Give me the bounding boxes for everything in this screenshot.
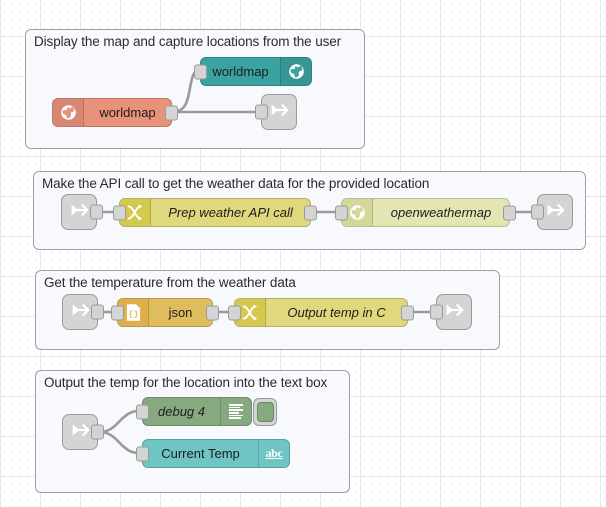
link-out-icon <box>268 99 290 126</box>
group-label: Display the map and capture locations fr… <box>34 34 342 49</box>
node-output-port[interactable] <box>90 204 103 220</box>
node-input-port[interactable] <box>531 204 544 220</box>
node-link-out-2[interactable] <box>531 194 573 230</box>
link-out-icon <box>443 299 465 326</box>
link-in-icon <box>68 199 90 226</box>
node-json[interactable]: {} json <box>111 298 219 327</box>
node-prep-weather-api-call[interactable]: Prep weather API call <box>113 198 317 227</box>
node-output-port[interactable] <box>91 424 104 440</box>
node-link-in-2[interactable] <box>61 194 103 230</box>
abc-icon: abc <box>258 440 289 467</box>
node-label: json <box>168 305 193 320</box>
debug-toggle-indicator <box>256 401 274 422</box>
node-openweathermap[interactable]: openweathermap <box>335 198 516 227</box>
node-label: Prep weather API call <box>168 205 293 220</box>
node-input-port[interactable] <box>136 404 149 419</box>
node-label: worldmap <box>99 105 156 120</box>
node-input-port[interactable] <box>430 304 443 320</box>
group-display-map[interactable]: Display the map and capture locations fr… <box>25 29 365 149</box>
node-output-port[interactable] <box>503 205 516 220</box>
debug-lines-icon <box>220 398 251 425</box>
node-output-port[interactable] <box>165 105 178 120</box>
node-debug-4[interactable]: debug 4 <box>136 397 277 426</box>
change-icon <box>120 199 151 226</box>
node-output-temp-in-c[interactable]: Output temp in C <box>228 298 414 327</box>
node-label: openweathermap <box>390 205 492 220</box>
globe-icon <box>53 99 84 126</box>
link-out-icon <box>544 199 566 226</box>
node-input-port[interactable] <box>194 64 207 79</box>
node-label: debug 4 <box>158 404 205 419</box>
node-link-out-3[interactable] <box>430 294 472 330</box>
node-worldmap-input[interactable]: worldmap <box>52 98 178 127</box>
abc-icon-text: abc <box>265 446 283 460</box>
node-current-temp[interactable]: Current Temp abc <box>136 439 290 468</box>
node-link-in-3[interactable] <box>62 294 104 330</box>
node-label: Current Temp <box>161 446 240 461</box>
node-input-port[interactable] <box>136 446 149 461</box>
node-link-in-4[interactable] <box>62 414 104 450</box>
node-input-port[interactable] <box>111 305 124 320</box>
debug-enable-toggle[interactable] <box>253 397 277 426</box>
node-output-port[interactable] <box>206 305 219 320</box>
node-output-port[interactable] <box>401 305 414 320</box>
group-label: Make the API call to get the weather dat… <box>42 176 430 191</box>
node-worldmap-output[interactable]: worldmap <box>194 57 312 86</box>
link-in-icon <box>69 419 91 446</box>
group-label: Output the temp for the location into th… <box>44 375 328 390</box>
node-input-port[interactable] <box>228 305 241 320</box>
node-output-port[interactable] <box>304 205 317 220</box>
group-label: Get the temperature from the weather dat… <box>44 275 296 290</box>
globe-icon <box>280 58 311 85</box>
node-label: worldmap <box>212 64 269 79</box>
svg-text:{}: {} <box>128 309 138 319</box>
link-in-icon <box>69 299 91 326</box>
node-input-port[interactable] <box>255 104 268 120</box>
node-input-port[interactable] <box>113 205 126 220</box>
node-link-out-1[interactable] <box>255 94 297 130</box>
change-icon <box>235 299 266 326</box>
node-label: Output temp in C <box>287 305 386 320</box>
node-input-port[interactable] <box>335 205 348 220</box>
node-output-port[interactable] <box>91 304 104 320</box>
